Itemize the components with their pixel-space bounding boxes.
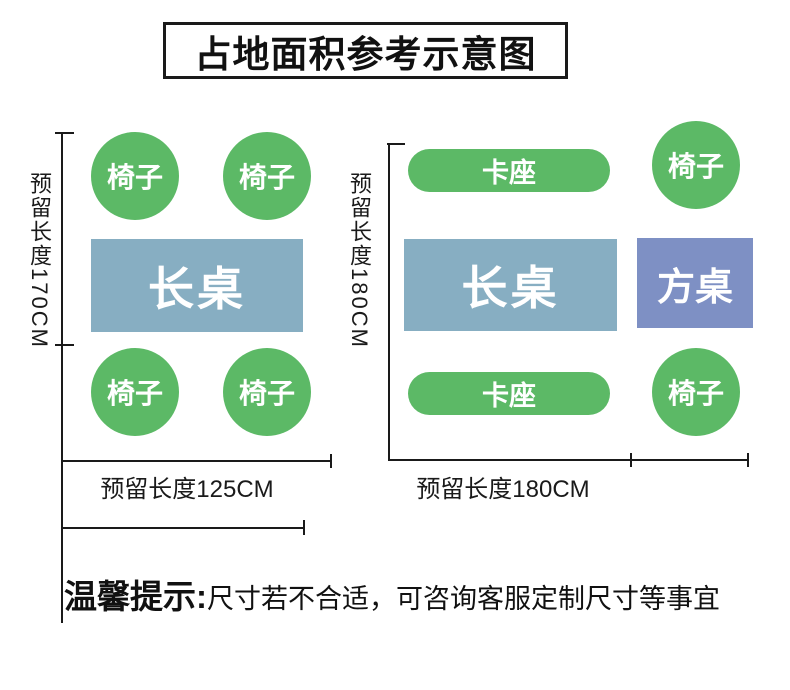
chair-label: 椅子 bbox=[667, 151, 724, 182]
right-long-table: 长桌 bbox=[404, 239, 617, 331]
warm-tip-text: 尺寸若不合适，可咨询客服定制尺寸等事宜 bbox=[207, 584, 720, 614]
right-booth-bottom: 卡座 bbox=[408, 372, 610, 415]
chair-label: 椅子 bbox=[106, 378, 163, 409]
left-lower-dimension-tick-right bbox=[303, 520, 305, 535]
chair-label: 椅子 bbox=[238, 162, 295, 193]
left-chair-bottom-right: 椅子 bbox=[223, 348, 311, 436]
left-lower-dimension-line bbox=[61, 527, 305, 529]
right-square-table: 方桌 bbox=[637, 238, 753, 328]
diagram-title: 占地面积参考示意图 bbox=[194, 33, 537, 75]
right-dimension-tick-top bbox=[387, 143, 405, 145]
booth-label: 卡座 bbox=[482, 158, 536, 188]
right-chair-bottom: 椅子 bbox=[652, 348, 740, 436]
right-chair-top: 椅子 bbox=[652, 121, 740, 209]
right-horizontal-dimension-tick-right bbox=[747, 453, 749, 467]
warm-tip-prefix: 温馨提示: bbox=[64, 578, 207, 615]
left-horizontal-dimension-line bbox=[61, 460, 332, 462]
right-horizontal-dimension-line bbox=[388, 459, 749, 461]
left-dimension-tick-top bbox=[55, 132, 74, 134]
booth-label: 卡座 bbox=[482, 381, 536, 411]
left-chair-bottom-left: 椅子 bbox=[91, 348, 179, 436]
chair-label: 椅子 bbox=[667, 378, 724, 409]
chair-label: 椅子 bbox=[238, 378, 295, 409]
long-table-label: 长桌 bbox=[461, 262, 560, 314]
left-chair-top-left: 椅子 bbox=[91, 132, 179, 220]
left-vertical-dimension-label: 预留长度170CM bbox=[27, 172, 52, 349]
diagram-title-box: 占地面积参考示意图 bbox=[163, 22, 568, 79]
right-vertical-dimension-label: 预留长度180CM bbox=[347, 172, 372, 349]
left-vertical-dimension-line bbox=[61, 132, 63, 623]
warm-tip-note: 温馨提示:尺寸若不合适，可咨询客服定制尺寸等事宜 bbox=[64, 570, 720, 618]
chair-label: 椅子 bbox=[106, 162, 163, 193]
right-horizontal-dimension-label: 预留长度180CM bbox=[416, 476, 590, 503]
left-chair-top-right: 椅子 bbox=[223, 132, 311, 220]
left-horizontal-dimension-tick-right bbox=[330, 454, 332, 468]
long-table-label: 长桌 bbox=[148, 262, 246, 315]
left-long-table: 长桌 bbox=[91, 239, 303, 332]
right-booth-top: 卡座 bbox=[408, 149, 610, 192]
left-horizontal-dimension-label: 预留长度125CM bbox=[100, 476, 274, 503]
left-dimension-tick-mid bbox=[55, 344, 74, 346]
right-vertical-dimension-line bbox=[388, 143, 390, 461]
square-table-label: 方桌 bbox=[656, 266, 733, 309]
right-horizontal-dimension-tick-mid bbox=[630, 453, 632, 467]
